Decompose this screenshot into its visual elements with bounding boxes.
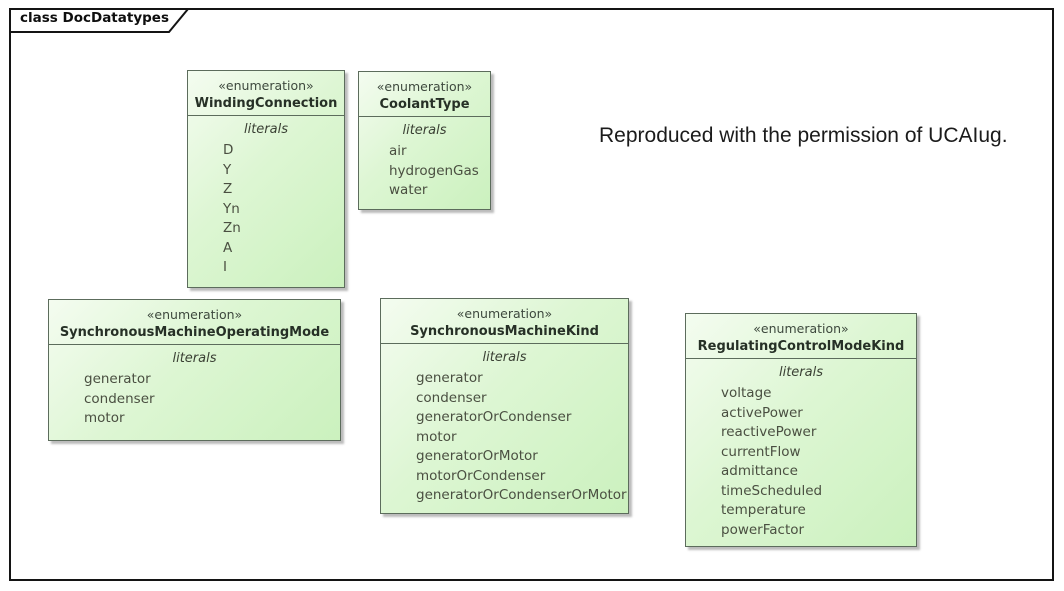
enum-stereotype: «enumeration» [376, 79, 473, 94]
literals-label: literals [482, 350, 527, 365]
literals-list: voltage activePower reactivePower currentFl… [689, 384, 913, 540]
enum-literal: temperature [721, 502, 806, 518]
enum-body: literals voltage activePower reactivePower… [686, 359, 916, 544]
enum-literal: condenser [84, 390, 155, 407]
enum-header: «enumeration» SynchronousMachineKind [381, 299, 628, 344]
enum-literal: condenser [416, 389, 487, 406]
enum-literal: Y [223, 161, 232, 178]
enum-literal: air [389, 143, 407, 159]
enum-stereotype: «enumeration» [753, 321, 849, 336]
enum-literal: motor [84, 410, 125, 426]
enum-literal: generatorOrCondenserOrMotor [416, 487, 627, 503]
enum-name: SynchronousMachineKind [410, 324, 599, 339]
frame-tab: class DocDatatypes [9, 8, 191, 33]
enum-header: «enumeration» CoolantType [359, 72, 490, 117]
enum-literal: generatorOrCondenser [416, 409, 572, 425]
enum-literal: D [223, 142, 234, 158]
enum-literal: powerFactor [721, 521, 805, 538]
enum-box-synchronousmachineoperatingmode[interactable]: «enumeration» SynchronousMachineOperatin… [48, 299, 341, 441]
enum-header: «enumeration» WindingConnection [188, 71, 344, 116]
enum-name: RegulatingControlModeKind [697, 339, 905, 354]
enum-box-regulatingcontrolmodekind[interactable]: «enumeration» RegulatingControlModeKind … [685, 313, 917, 547]
enum-name: CoolantType [379, 97, 470, 112]
literals-label: literals [778, 365, 823, 380]
enum-header: «enumeration» RegulatingControlModeKind [686, 314, 916, 359]
enum-literal: A [223, 239, 233, 256]
enum-literal: hydrogenGas [389, 162, 479, 179]
literals-label: literals [243, 122, 288, 137]
enum-literal: motorOrCondenser [416, 467, 546, 484]
enum-name: SynchronousMachineOperatingMode [59, 325, 330, 340]
enum-literal: generator [416, 370, 483, 386]
literals-list: generator condenser generatorOrCondenser mo… [384, 369, 627, 506]
enum-literal: currentFlow [721, 443, 801, 460]
enum-literal: Yn [223, 200, 240, 217]
enum-body: literals generator condenser generatorOrCo… [381, 344, 628, 510]
enum-name: WindingConnection [194, 96, 338, 111]
literals-label: literals [172, 351, 217, 366]
enum-literal: voltage [721, 385, 772, 401]
enum-stereotype: «enumeration» [146, 307, 243, 322]
enum-literal: reactivePower [721, 424, 817, 440]
enum-box-synchronousmachinekind[interactable]: «enumeration» SynchronousMachineKind lit… [380, 298, 629, 514]
enum-literal: water [389, 182, 428, 198]
enum-box-coolanttype[interactable]: «enumeration» CoolantType literals air hy… [358, 71, 491, 210]
enum-body: literals air hydrogenGas water [359, 117, 490, 205]
literals-list: air hydrogenGas water [362, 142, 487, 201]
enum-header: «enumeration» SynchronousMachineOperatin… [49, 300, 340, 345]
enum-literal: admittance [721, 463, 798, 479]
enum-stereotype: «enumeration» [456, 306, 553, 321]
enum-literal: activePower [721, 404, 803, 421]
enum-literal: motor [416, 428, 457, 445]
enum-literal: generator [84, 371, 151, 387]
enum-literal: timeScheduled [721, 482, 823, 499]
permission-note: Reproduced with the permission of UCAIug… [599, 124, 1008, 147]
frame-label: class DocDatatypes [20, 10, 169, 26]
enum-literal: generatorOrMotor [416, 448, 538, 464]
literals-list: generator condenser motor [52, 370, 337, 429]
enum-body: literals generator condenser motor [49, 345, 340, 433]
enum-stereotype: «enumeration» [218, 78, 314, 93]
enum-box-windingconnection[interactable]: «enumeration» WindingConnection literals… [187, 70, 345, 288]
frame-tab-shape [9, 8, 191, 33]
enum-literal: Zn [223, 220, 241, 236]
enum-literal: I [223, 259, 227, 275]
enum-literal: Z [223, 181, 233, 197]
literals-label: literals [402, 123, 447, 138]
